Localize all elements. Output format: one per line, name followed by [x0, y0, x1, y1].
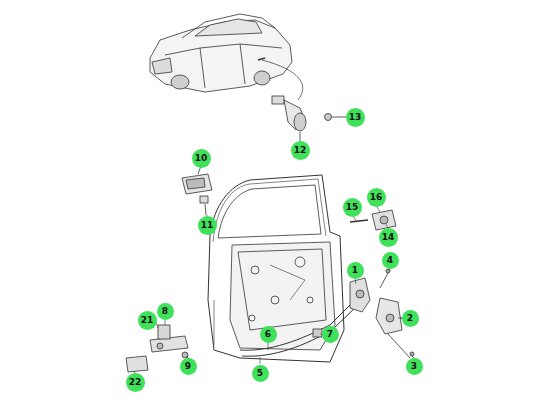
- callout-circle: 22: [126, 373, 145, 392]
- callout-number: 15: [346, 203, 359, 212]
- callout-circle: 21: [138, 311, 157, 330]
- callout-number: 4: [387, 256, 393, 265]
- callout-number: 16: [370, 193, 383, 202]
- callout-number: 10: [195, 154, 208, 163]
- callout-number: 5: [257, 369, 263, 378]
- callout-circle: 10: [192, 149, 211, 168]
- callout-circle: 2: [402, 310, 419, 327]
- door-rods: [240, 300, 358, 356]
- callout-number: 9: [185, 362, 191, 371]
- outside-handle-part: [182, 166, 212, 215]
- callout-number: 11: [201, 221, 214, 230]
- callout-number: 1: [352, 266, 358, 275]
- callout-circle: 3: [406, 358, 423, 375]
- callout-circle: 4: [382, 252, 399, 269]
- callout-circle: 8: [157, 303, 174, 320]
- callout-number: 6: [265, 330, 271, 339]
- callout-number: 7: [327, 330, 333, 339]
- callout-circle: 13: [346, 108, 365, 127]
- front-door-panel: [208, 175, 344, 362]
- door-checker-part: [272, 96, 346, 141]
- callout-circle: 11: [198, 216, 217, 235]
- door-hinge-part: [126, 325, 188, 372]
- callout-number: 22: [129, 378, 142, 387]
- callout-number: 3: [411, 362, 417, 371]
- callout-number: 8: [162, 307, 168, 316]
- callout-number: 14: [382, 233, 395, 242]
- callout-number: 13: [349, 113, 362, 122]
- callout-circle: 1: [347, 262, 364, 279]
- callout-circle: 5: [252, 365, 269, 382]
- callout-circle: 6: [260, 326, 277, 343]
- callout-circle: 9: [180, 358, 197, 375]
- callout-circle: 16: [367, 188, 386, 207]
- callout-circle: 7: [322, 326, 339, 343]
- leader-lines: [134, 205, 414, 374]
- callout-number: 2: [407, 314, 413, 323]
- callout-number: 12: [294, 146, 307, 155]
- callout-number: 21: [141, 316, 154, 325]
- car-sketch: [150, 14, 303, 100]
- callout-circle: 15: [343, 198, 362, 217]
- callout-circle: 12: [291, 141, 310, 160]
- callout-circle: 14: [379, 228, 398, 247]
